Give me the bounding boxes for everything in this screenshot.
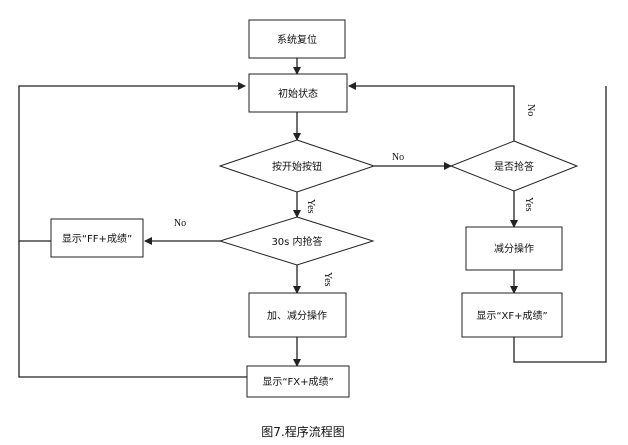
node-show-xf-label: 显示“XF+成绩” xyxy=(476,309,547,322)
node-show-fx-label: 显示“FX+成绩” xyxy=(262,375,333,388)
node-add-subtract-label: 加、减分操作 xyxy=(267,309,327,322)
node-press-start-label: 按开始按钮 xyxy=(272,160,322,173)
edge-buzz-no-to-initial xyxy=(348,82,515,141)
node-buzz-in-30s: 30s 内抢答 xyxy=(218,216,375,266)
edge-label-start-no: No xyxy=(392,152,404,163)
edge-fx-loop-to-initial xyxy=(18,82,247,378)
node-show-xf: 显示“XF+成绩” xyxy=(461,292,563,338)
node-buzz-in: 是否抢答 xyxy=(449,140,579,192)
node-show-fx: 显示“FX+成绩” xyxy=(246,365,350,398)
edge-label-buzz-no: No xyxy=(525,104,536,116)
node-system-reset-label: 系统复位 xyxy=(277,33,317,46)
node-initial-state-label: 初始状态 xyxy=(278,87,318,100)
node-show-ff: 显示“FF+成绩” xyxy=(50,218,144,258)
node-subtract: 减分操作 xyxy=(465,226,563,271)
figure-caption: 图7.程序流程图 xyxy=(261,424,344,439)
node-subtract-label: 减分操作 xyxy=(494,242,534,255)
edge-label-start-yes: Yes xyxy=(305,199,316,214)
edge-label-buzz-yes: Yes xyxy=(523,197,534,212)
edge-label-buzz30-no: No xyxy=(174,218,186,229)
node-system-reset: 系统复位 xyxy=(248,19,346,59)
node-buzz-in-30s-label: 30s 内抢答 xyxy=(271,235,322,248)
node-press-start: 按开始按钮 xyxy=(218,139,376,193)
edge-label-buzz30-yes: Yes xyxy=(322,272,333,287)
connectors xyxy=(18,58,607,378)
node-buzz-in-label: 是否抢答 xyxy=(494,160,534,173)
node-show-ff-label: 显示“FF+成绩” xyxy=(62,232,132,245)
node-initial-state: 初始状态 xyxy=(248,73,348,113)
edge-xf-loop-to-initial xyxy=(513,86,607,363)
node-add-subtract: 加、减分操作 xyxy=(248,292,347,338)
